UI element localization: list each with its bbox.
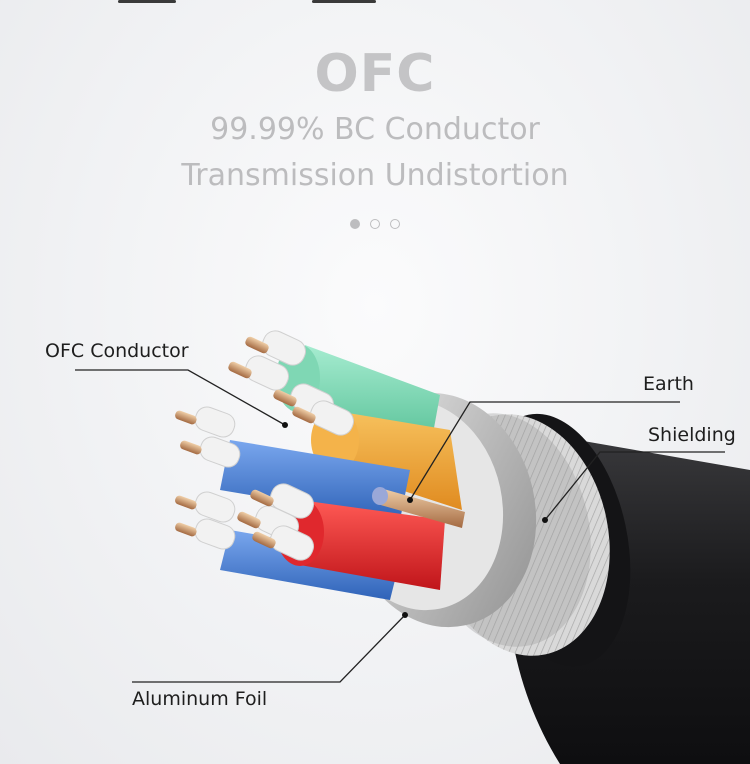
label-ofc-conductor: OFC Conductor: [45, 340, 189, 362]
leader-ofc-conductor: [75, 369, 286, 426]
top-edge-bar-left: [118, 0, 176, 3]
carousel-dot-3[interactable]: [390, 219, 400, 229]
carousel-dot-2[interactable]: [370, 219, 380, 229]
leader-aluminum-foil: [132, 614, 406, 683]
page-title: OFC: [314, 44, 436, 104]
inner-wires: [175, 330, 465, 600]
subtitle-line-1: 99.99% BC Conductor: [210, 112, 540, 147]
label-shielding: Shielding: [648, 424, 736, 446]
label-earth: Earth: [643, 373, 694, 395]
label-aluminum-foil: Aluminum Foil: [132, 688, 268, 710]
leader-lines: [75, 369, 725, 683]
carousel-indicator: [0, 219, 750, 229]
subtitle-line-2: Transmission Undistortion: [181, 158, 569, 193]
top-edge-bar-right: [312, 0, 376, 3]
leader-shielding: [544, 451, 725, 521]
carousel-dot-1[interactable]: [350, 219, 360, 229]
leader-earth: [409, 401, 680, 501]
